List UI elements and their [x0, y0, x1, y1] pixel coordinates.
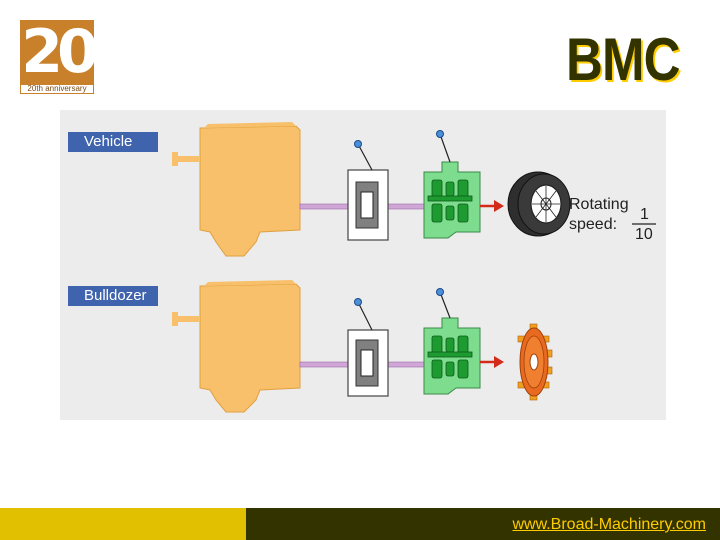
bulldozer-engine-top	[204, 280, 296, 286]
bulldozer-clutch-knob	[354, 298, 362, 306]
vehicle-shift-knob	[436, 130, 444, 138]
diagram-drawing	[172, 122, 656, 413]
vehicle-clutch-knob	[354, 140, 362, 148]
row-label-vehicle: Vehicle	[68, 132, 158, 152]
drivetrain-diagram: Vehicle Bulldozer Rotating speed: 1 10	[60, 110, 666, 420]
bulldozer-gears	[427, 335, 473, 379]
footer-accent-bar	[0, 508, 246, 540]
logo-tagline: 20th anniversary	[20, 84, 94, 94]
bulldozer-clutch-core	[360, 349, 374, 377]
fraction-denominator: 10	[635, 226, 653, 243]
bulldozer-clutch-lever	[357, 301, 373, 331]
bulldozer-shaft-2	[385, 361, 427, 368]
vehicle-shift-lever	[439, 133, 451, 163]
fraction-numerator: 1	[640, 206, 649, 223]
rotating-label-line2: speed:	[569, 216, 618, 233]
rotating-label-line1: Rotating	[569, 196, 629, 213]
brand-title: BMC	[566, 26, 680, 93]
bulldozer-shaft-1	[299, 361, 351, 368]
vehicle-gears	[427, 179, 473, 223]
bulldozer-intake-pipe	[172, 316, 200, 322]
vehicle-clutch-lever	[357, 143, 373, 171]
vehicle-engine-top	[204, 122, 296, 128]
bulldozer-intake-flange	[172, 312, 178, 326]
bulldozer-shift-lever	[439, 291, 451, 319]
vehicle-shaft-1	[299, 203, 351, 210]
logo-number: 20	[21, 17, 99, 87]
vehicle-clutch-core	[360, 191, 374, 219]
vehicle-intake-flange	[172, 152, 178, 166]
footer-bar: www.Broad-Machinery.com	[246, 508, 720, 540]
logo-box	[20, 20, 94, 84]
vehicle-engine	[199, 125, 301, 257]
bulldozer-drivetrain	[172, 280, 553, 413]
vehicle-drivetrain	[172, 122, 656, 257]
vehicle-shaft-2	[385, 203, 427, 210]
vehicle-intake-pipe	[172, 156, 200, 162]
bulldozer-engine	[199, 283, 301, 413]
sprocket	[517, 323, 553, 401]
website-link[interactable]: www.Broad-Machinery.com	[512, 516, 706, 533]
vehicle-output-arrow-head	[494, 200, 504, 212]
row-label-bulldozer: Bulldozer	[68, 286, 158, 306]
bulldozer-output-arrow-head	[494, 356, 504, 368]
wheel-tire	[507, 171, 571, 237]
anniversary-logo: 20 20th anniversary	[20, 17, 99, 94]
bulldozer-shift-knob	[436, 288, 444, 296]
